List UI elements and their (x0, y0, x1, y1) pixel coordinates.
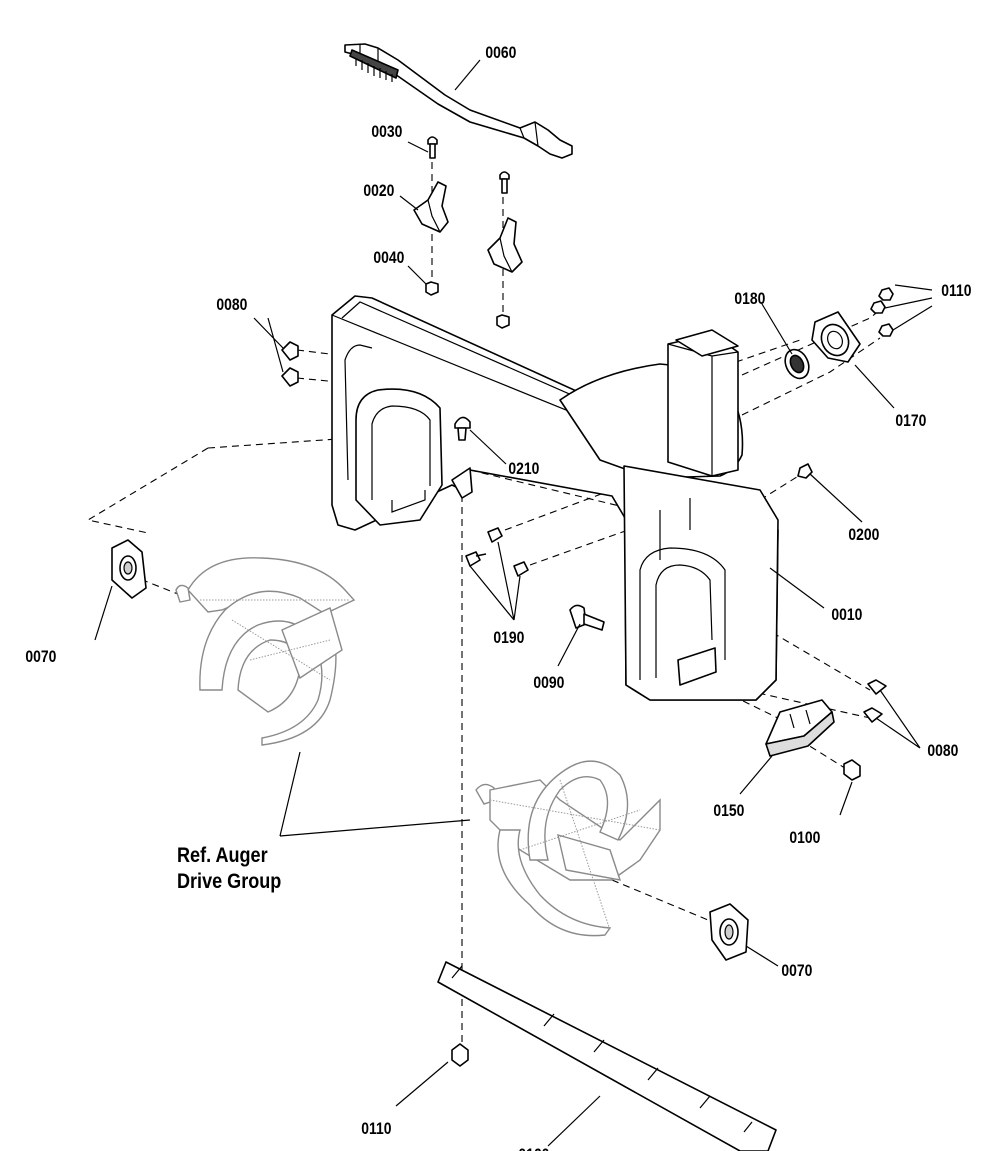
label-0150: 0150 (713, 802, 744, 821)
label-0070-right: 0070 (781, 962, 812, 981)
label-0100: 0100 (789, 829, 820, 848)
label-0010: 0010 (831, 606, 862, 625)
left-auger-reference (175, 557, 356, 746)
label-0200: 0200 (848, 526, 879, 545)
label-0030: 0030 (371, 123, 402, 142)
label-0190: 0190 (493, 629, 524, 648)
reference-line-1: Ref. Auger (177, 844, 268, 868)
label-0110-bottom: 0110 (361, 1120, 391, 1139)
label-0080-right: 0080 (927, 742, 958, 761)
skid-shoe-part (765, 679, 887, 781)
auger-housing-part (331, 295, 779, 701)
label-0040: 0040 (373, 249, 404, 268)
label-0160: 0160 (518, 1146, 549, 1151)
label-0020: 0020 (363, 182, 394, 201)
cleanout-tool-part (344, 43, 573, 159)
label-0170: 0170 (895, 412, 926, 431)
label-0070-left: 0070 (25, 648, 56, 667)
shave-plate-part (437, 961, 777, 1151)
label-0080-top: 0080 (216, 296, 247, 315)
carriage-bolts (465, 527, 605, 631)
leader-lines (94, 59, 933, 1147)
label-0060: 0060 (485, 44, 516, 63)
label-0110-top: 0110 (941, 282, 971, 301)
auger-bearing-flange-right (709, 903, 749, 961)
label-0210: 0210 (508, 460, 539, 479)
right-auger-reference (475, 760, 661, 937)
housing-bolts (281, 341, 473, 499)
label-0090: 0090 (533, 674, 564, 693)
reference-callout: Ref. Auger Drive Group (177, 844, 281, 894)
label-0180: 0180 (734, 290, 765, 309)
part-labels: 0060 0030 0020 0040 0080 0180 0110 0170 … (25, 44, 971, 1151)
reference-line-2: Drive Group (177, 870, 281, 894)
auger-bearing-flange-left (111, 539, 147, 599)
skid-bolts-and-clips (413, 136, 523, 329)
bearing-flange-parts (784, 287, 894, 479)
